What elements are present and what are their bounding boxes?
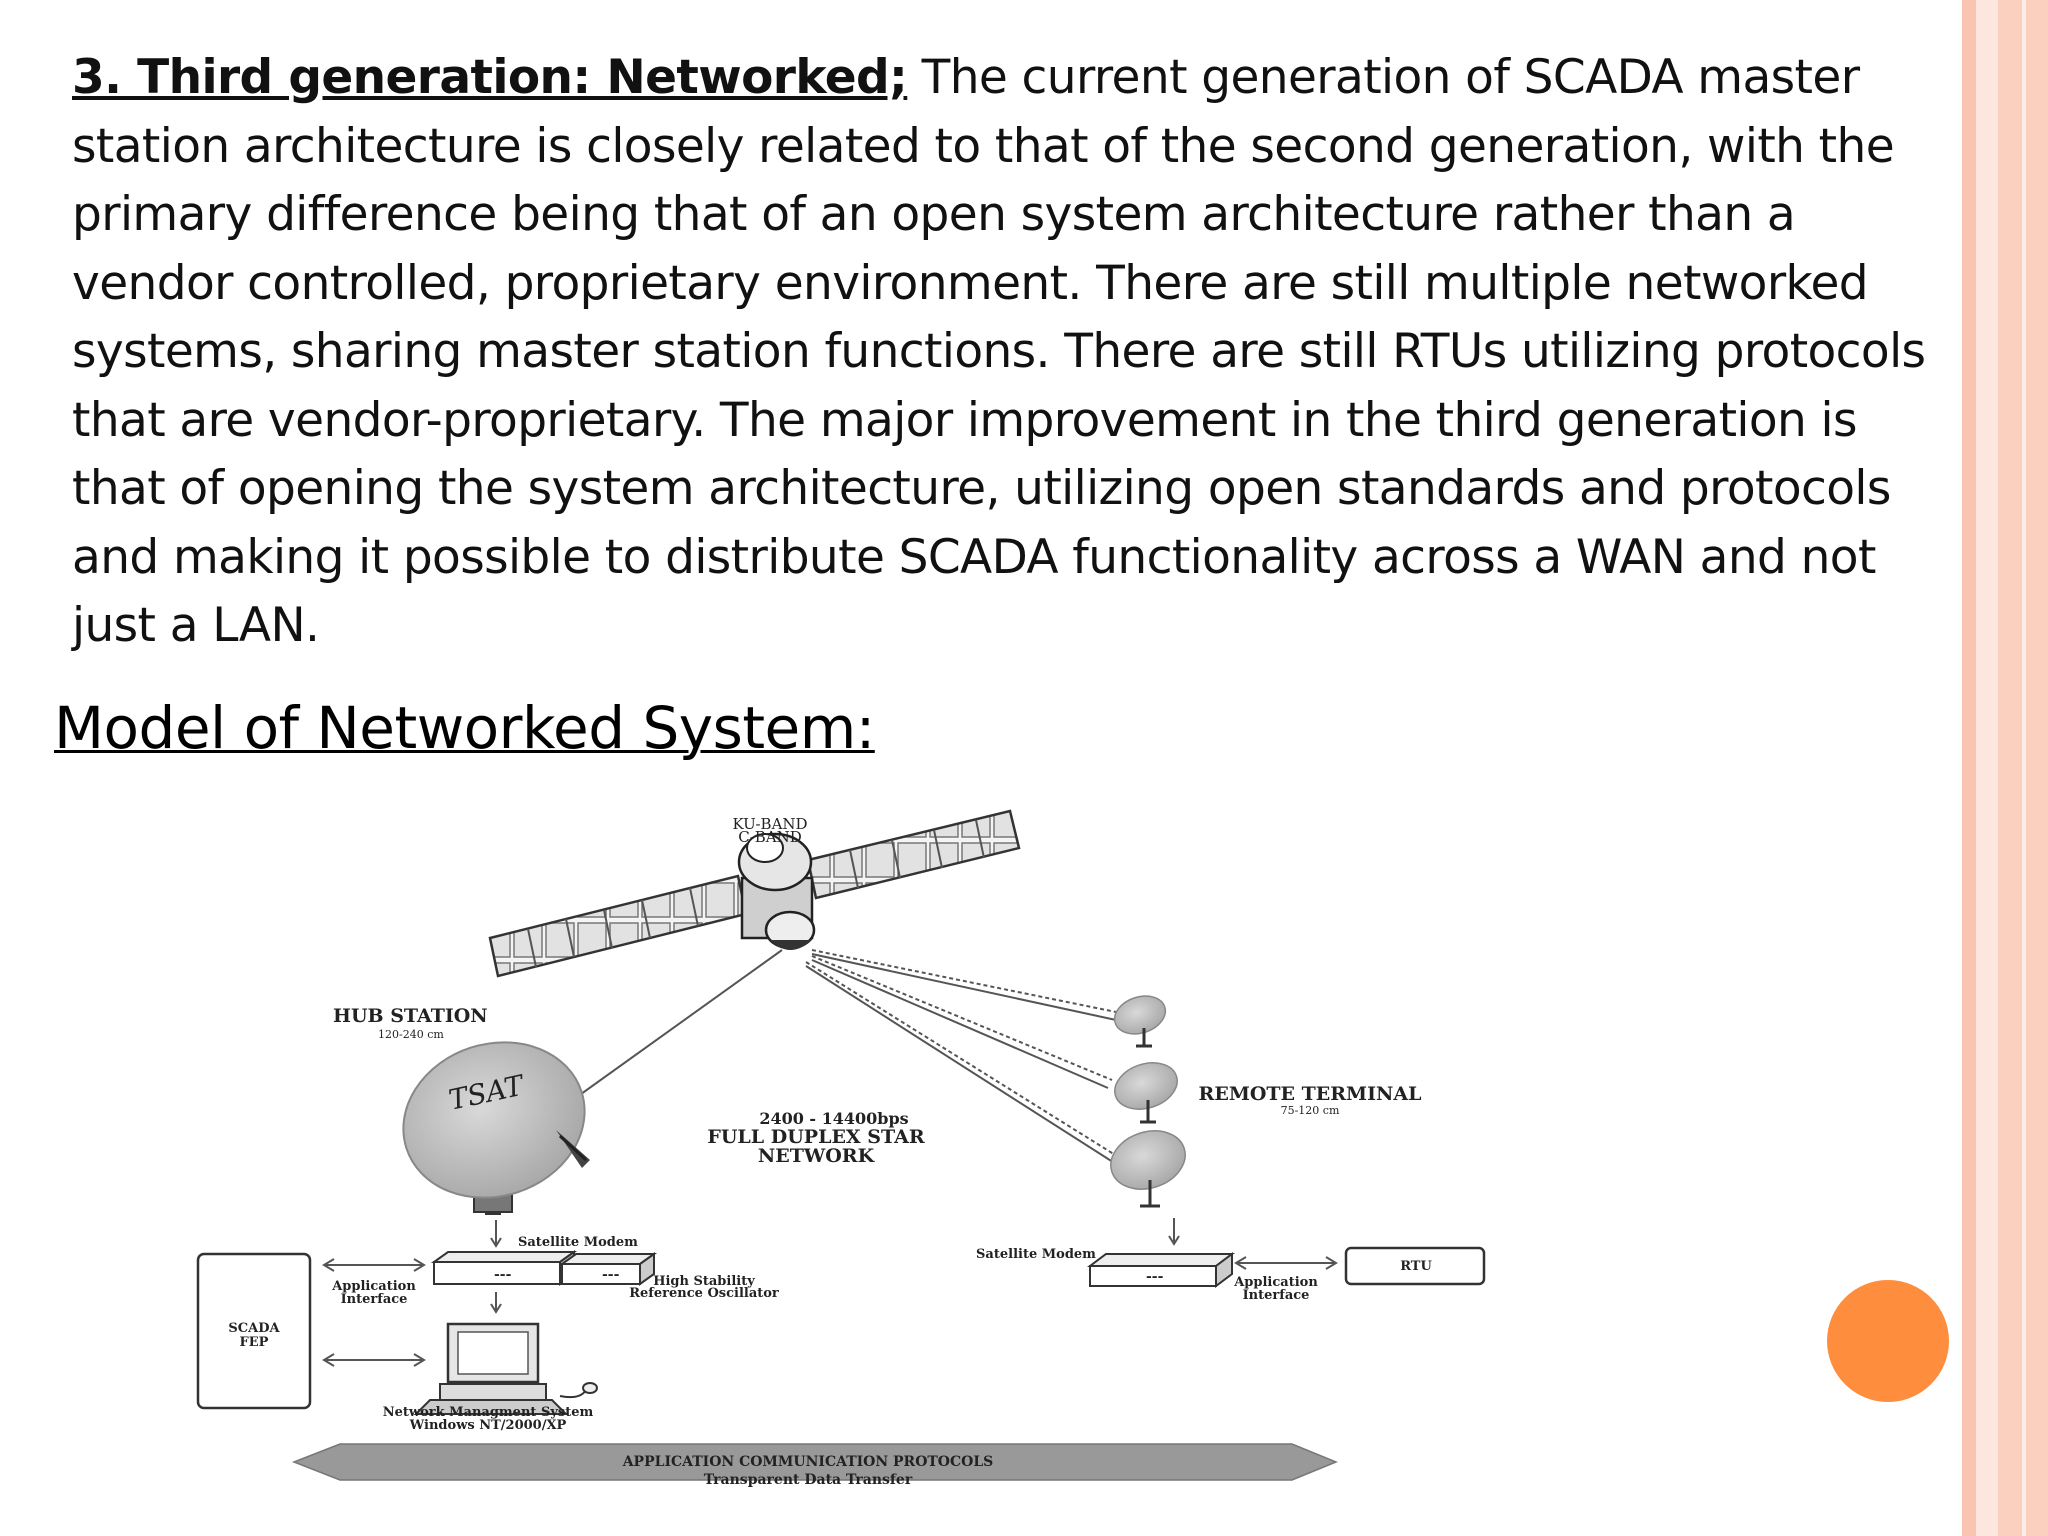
scada-fep-box (196, 1252, 312, 1410)
hub-station-label: HUB STATION (333, 1005, 488, 1027)
oscillator-label-2: Reference Oscillator (629, 1286, 779, 1301)
network-speed-label: 2400 - 14400bps (759, 1109, 908, 1128)
network-type-label: FULL DUPLEX STAR (707, 1126, 924, 1148)
remote-dish-1-icon (1113, 995, 1167, 1048)
nms-label-1: Network Managment System (383, 1405, 594, 1420)
protocols-label-1: APPLICATION COMMUNICATION PROTOCOLS (622, 1454, 994, 1470)
remote-terminal-label: REMOTE TERMINAL (1199, 1083, 1422, 1105)
nms-computer-icon (413, 1322, 598, 1415)
accent-circle (1827, 1280, 1949, 1402)
app-interface-right-label-1: Application (1233, 1275, 1318, 1290)
protocols-arrow (291, 1443, 1338, 1481)
satellite-modem-right-label: Satellite Modem (976, 1247, 1096, 1262)
hub-station-size: 120-240 cm (378, 1028, 444, 1041)
network-type-label-2: NETWORK (758, 1145, 876, 1167)
right-interface-arrow (1234, 1256, 1338, 1270)
nms-label-2: Windows NT/2000/XP (409, 1418, 567, 1433)
satellite-modem-left-label: Satellite Modem (518, 1235, 638, 1250)
left-interface-arrows (322, 1258, 426, 1367)
app-interface-left-label-2: Interface (341, 1292, 408, 1307)
modem-display-right: --- (1146, 1269, 1164, 1285)
slide-heading: 3. Third generation: Networked; (72, 50, 908, 105)
rtu-label: RTU (1400, 1259, 1432, 1274)
band-label-ku: KU-BAND (732, 815, 807, 833)
hub-dish-icon (402, 1041, 590, 1215)
remote-terminal-size: 75-120 cm (1281, 1104, 1340, 1117)
decorative-stripe-4 (2022, 0, 2026, 1536)
satellite-modem-left: --- (430, 1250, 578, 1286)
slide-paragraph: The current generation of SCADA master s… (72, 50, 1926, 653)
app-interface-left-label-1: Application (331, 1279, 416, 1294)
scada-fep-label-1: SCADA (228, 1321, 280, 1336)
diagram-subtitle: Model of Networked System: (54, 694, 875, 762)
satellite-modem-right: --- (1087, 1252, 1235, 1288)
satellite-beams (555, 949, 1121, 1165)
decorative-stripe-1 (1962, 0, 1976, 1536)
satellite-icon (488, 809, 1021, 978)
oscillator-display: --- (602, 1267, 620, 1283)
oscillator-label-1: High Stability (653, 1274, 755, 1289)
protocols-label-2: Transparent Data Transfer (704, 1472, 913, 1488)
modem-display-left: --- (494, 1267, 512, 1283)
scada-fep-label-2: FEP (240, 1335, 269, 1350)
remote-dish-3-icon (1110, 1130, 1186, 1208)
rtu-box (1344, 1246, 1486, 1286)
reference-oscillator-box: --- (558, 1252, 658, 1286)
dish-to-modem-arrows (490, 1218, 1180, 1314)
remote-dish-2-icon (1114, 1062, 1178, 1124)
slide-body-text: 3. Third generation: Networked; The curr… (72, 44, 1952, 661)
band-label-c: C-BAND (738, 828, 802, 846)
decorative-stripe-2 (1976, 0, 1998, 1536)
app-interface-right-label-2: Interface (1243, 1288, 1310, 1303)
